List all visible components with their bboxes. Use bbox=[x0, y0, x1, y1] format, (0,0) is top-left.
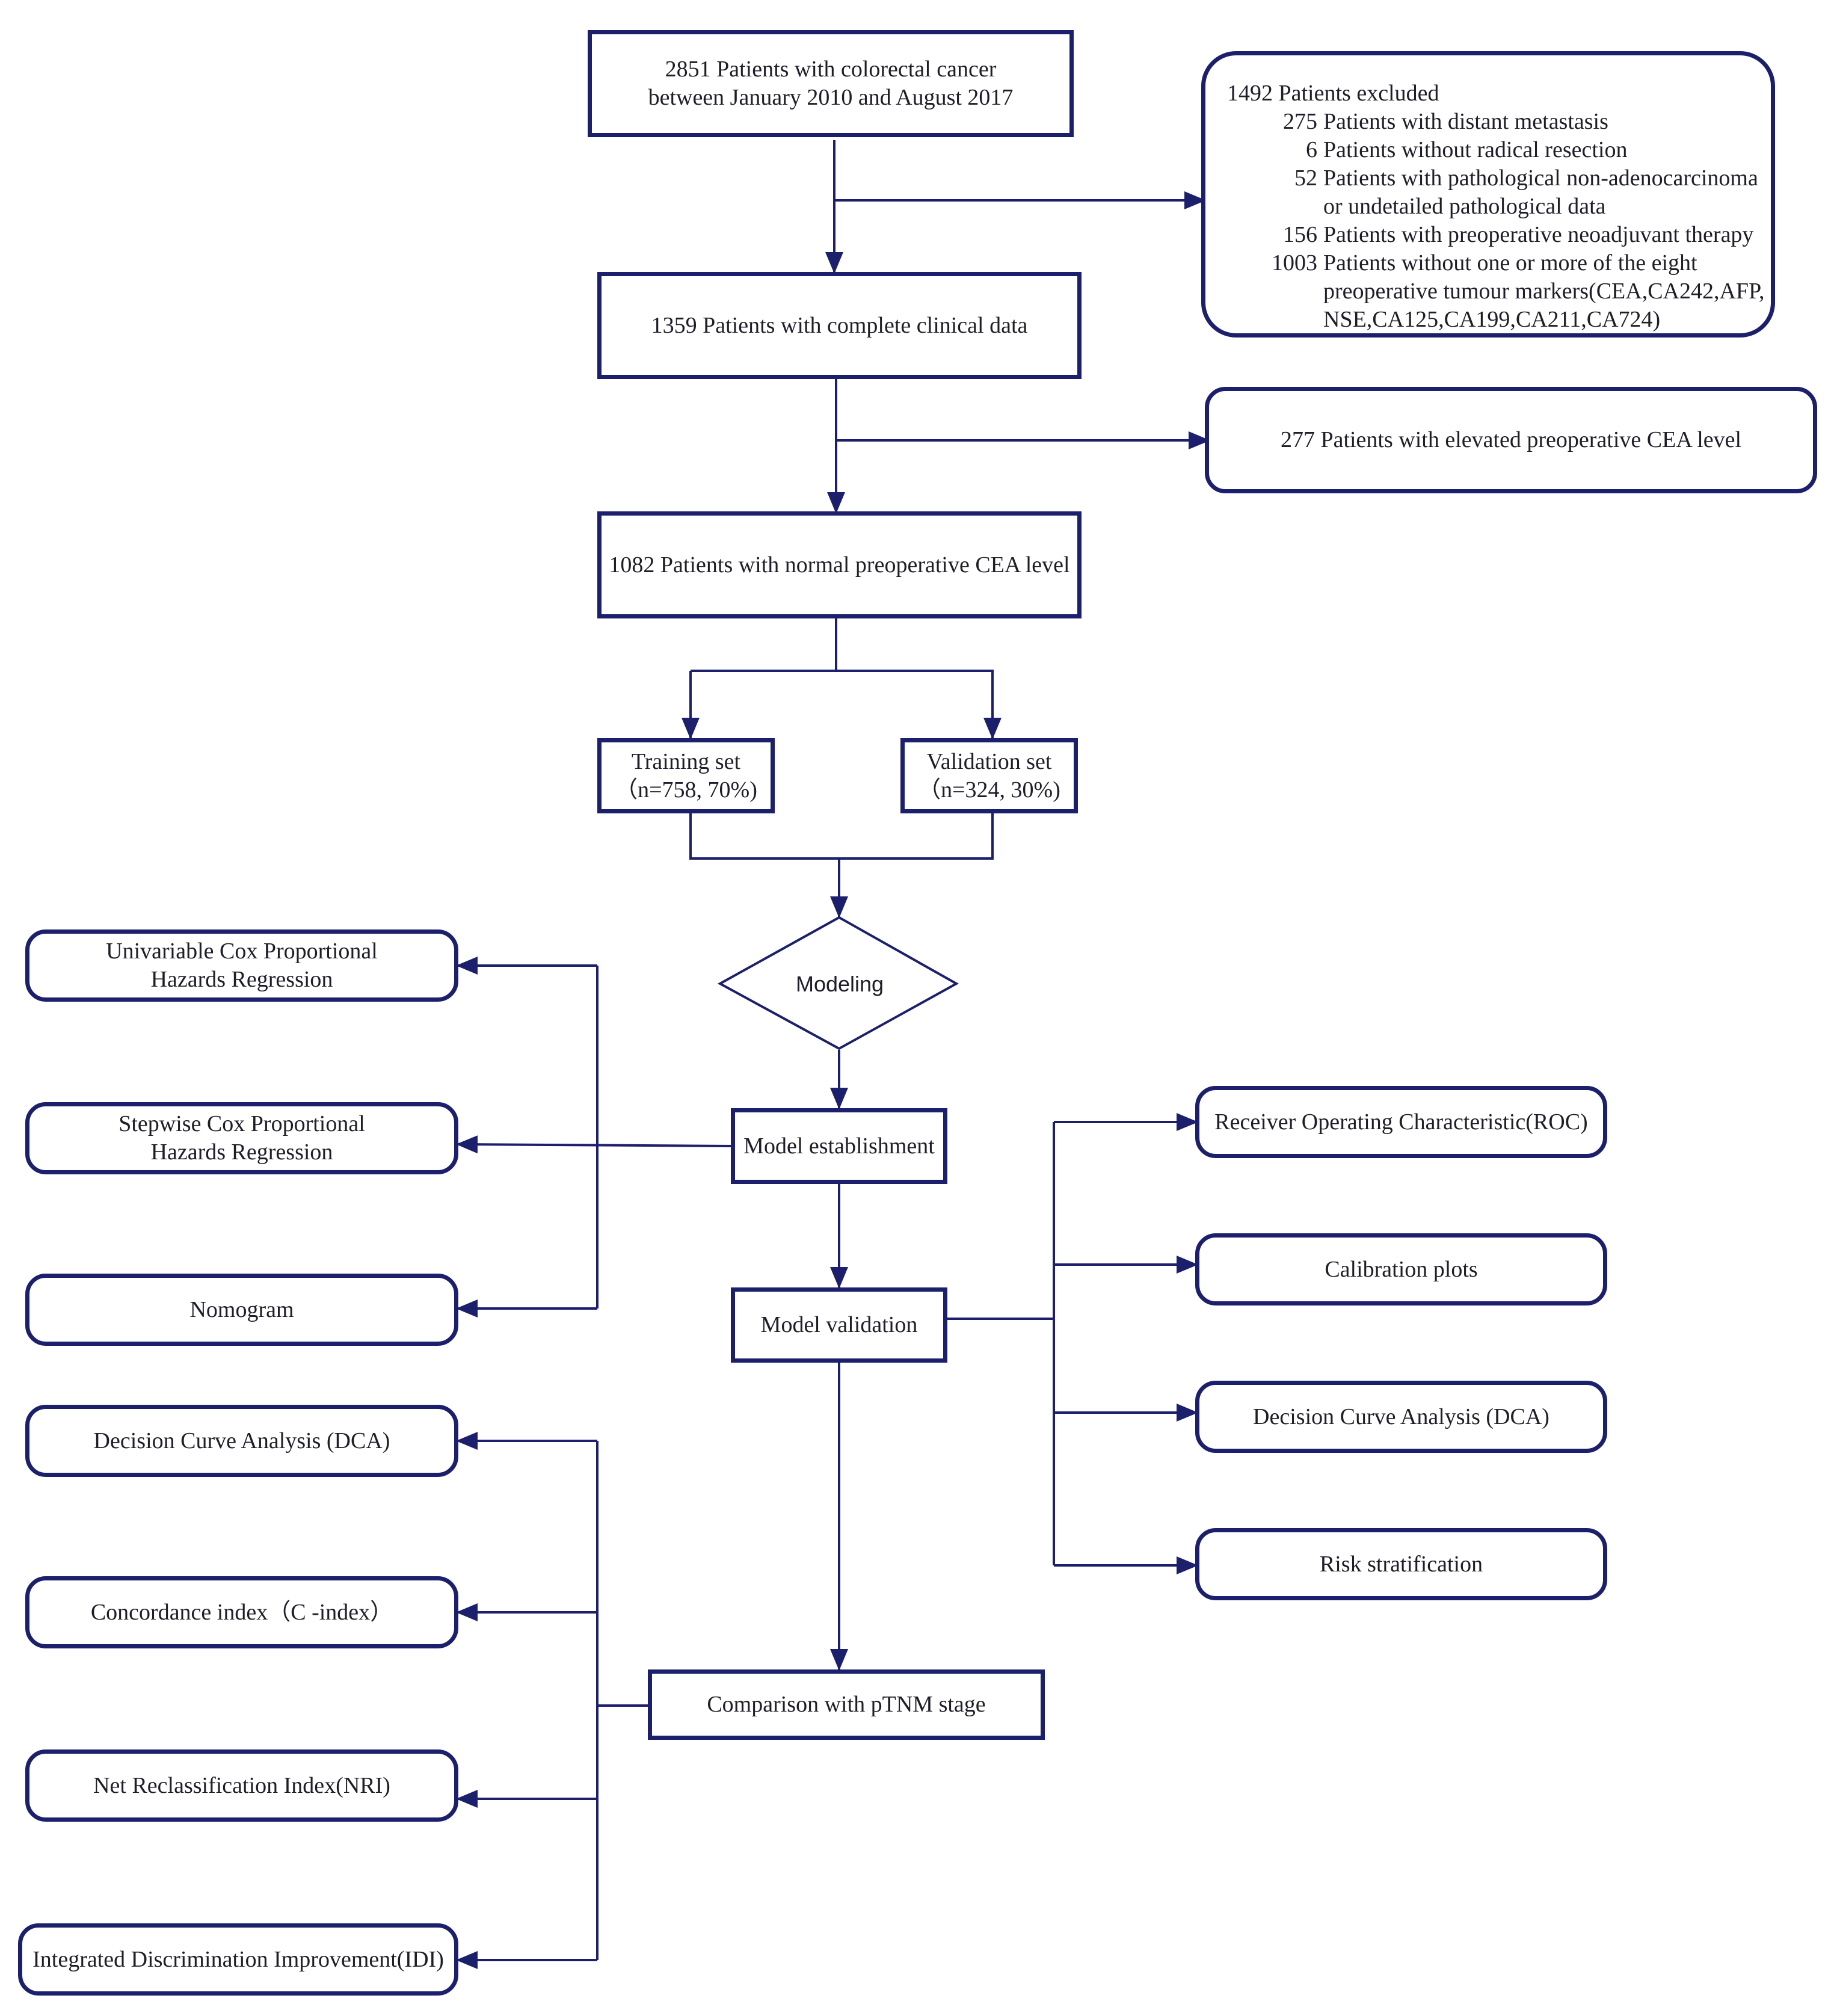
exclusion-title: 1492 Patients excluded bbox=[1227, 81, 1439, 106]
dca-comparison-label: Decision Curve Analysis (DCA) bbox=[93, 1428, 390, 1453]
normal-cea-label: 1082 Patients with normal preoperative C… bbox=[609, 552, 1070, 578]
exclusion-count: 6 bbox=[1306, 137, 1317, 162]
nri-label: Net Reclassification Index(NRI) bbox=[93, 1772, 390, 1798]
validation-set-box: Validation set （n=324, 30%) bbox=[900, 738, 1078, 813]
model-validation-box: Model validation bbox=[731, 1287, 947, 1363]
exclusion-count: 156 bbox=[1283, 222, 1317, 247]
model-validation-label: Model validation bbox=[760, 1312, 918, 1337]
exclusion-text: Patients without one or more of the eigh… bbox=[1323, 250, 1697, 276]
risk-stratification-box: Risk stratification bbox=[1195, 1528, 1607, 1600]
training-set-box: Training set （n=758, 70%) bbox=[597, 738, 775, 813]
comparison-box: Comparison with pTNM stage bbox=[648, 1669, 1045, 1740]
exclusion-count: 1003 bbox=[1272, 250, 1317, 276]
calibration-box: Calibration plots bbox=[1195, 1233, 1607, 1305]
modeling-label: Modeling bbox=[795, 972, 884, 996]
modeling-diamond bbox=[717, 916, 959, 1050]
model-establishment-label: Model establishment bbox=[743, 1133, 935, 1159]
exclusion-text: Patients with distant metastasis bbox=[1323, 109, 1608, 134]
exclusion-count bbox=[1227, 193, 1317, 221]
risk-stratification-label: Risk stratification bbox=[1319, 1551, 1483, 1577]
exclusion-text: Patients without radical resection bbox=[1323, 137, 1628, 162]
exclusion-text: or undetailed pathological data bbox=[1323, 194, 1606, 219]
exclusion-count bbox=[1227, 277, 1317, 306]
univariable-cox-box: Univariable Cox Proportional Hazards Reg… bbox=[25, 929, 458, 1002]
start-line-2: between January 2010 and August 2017 bbox=[648, 85, 1014, 110]
univariable-cox-line-1: Univariable Cox Proportional bbox=[106, 939, 378, 964]
complete-data-box: 1359 Patients with complete clinical dat… bbox=[597, 272, 1082, 379]
cindex-label: Concordance index（C -index） bbox=[90, 1599, 393, 1625]
exclusion-count: 52 bbox=[1294, 165, 1317, 191]
calibration-label: Calibration plots bbox=[1325, 1256, 1478, 1282]
start-box: 2851 Patients with colorectal cancer bet… bbox=[588, 30, 1074, 137]
stepwise-cox-line-1: Stepwise Cox Proportional bbox=[118, 1111, 365, 1136]
validation-set-count: （n=324, 30%) bbox=[918, 777, 1060, 803]
nomogram-label: Nomogram bbox=[189, 1296, 294, 1322]
validation-set-label: Validation set bbox=[926, 748, 1052, 774]
start-line-1: 2851 Patients with colorectal cancer bbox=[665, 57, 997, 82]
exclusion-text: NSE,CA125,CA199,CA211,CA724) bbox=[1323, 307, 1661, 332]
cindex-box: Concordance index（C -index） bbox=[25, 1576, 458, 1648]
nomogram-box: Nomogram bbox=[25, 1274, 458, 1346]
roc-box: Receiver Operating Characteristic(ROC) bbox=[1195, 1086, 1607, 1158]
model-establishment-box: Model establishment bbox=[731, 1108, 947, 1184]
split-connector bbox=[691, 618, 837, 672]
merge-connector bbox=[689, 812, 994, 860]
univariable-cox-line-2: Hazards Regression bbox=[150, 967, 333, 992]
excluded-box-2: 277 Patients with elevated preoperative … bbox=[1205, 387, 1817, 493]
exclusion-count bbox=[1227, 306, 1317, 334]
idi-box: Integrated Discrimination Improvement(ID… bbox=[18, 1923, 458, 1996]
exclusion-text: preoperative tumour markers(CEA,CA242,AF… bbox=[1323, 279, 1765, 304]
normal-cea-box: 1082 Patients with normal preoperative C… bbox=[597, 511, 1082, 618]
exclusion-text: Patients with preoperative neoadjuvant t… bbox=[1323, 222, 1754, 247]
comparison-label: Comparison with pTNM stage bbox=[707, 1692, 986, 1717]
dca-validation-label: Decision Curve Analysis (DCA) bbox=[1253, 1404, 1549, 1429]
stepwise-cox-line-2: Hazards Regression bbox=[150, 1139, 333, 1165]
training-set-count: （n=758, 70%) bbox=[615, 777, 757, 803]
nri-box: Net Reclassification Index(NRI) bbox=[25, 1749, 458, 1822]
exclusion-text: Patients with pathological non-adenocarc… bbox=[1323, 165, 1758, 191]
dca-validation-box: Decision Curve Analysis (DCA) bbox=[1195, 1381, 1607, 1453]
roc-label: Receiver Operating Characteristic(ROC) bbox=[1214, 1109, 1588, 1135]
stepwise-cox-box: Stepwise Cox Proportional Hazards Regres… bbox=[25, 1102, 458, 1174]
complete-data-label: 1359 Patients with complete clinical dat… bbox=[651, 312, 1028, 338]
excluded-2-label: 277 Patients with elevated preoperative … bbox=[1280, 427, 1742, 452]
dca-comparison-box: Decision Curve Analysis (DCA) bbox=[25, 1405, 458, 1477]
training-set-label: Training set bbox=[631, 748, 741, 774]
arrow-to-stepwise bbox=[456, 1135, 733, 1154]
idi-label: Integrated Discrimination Improvement(ID… bbox=[32, 1946, 444, 1972]
exclusion-count: 275 bbox=[1283, 109, 1317, 134]
